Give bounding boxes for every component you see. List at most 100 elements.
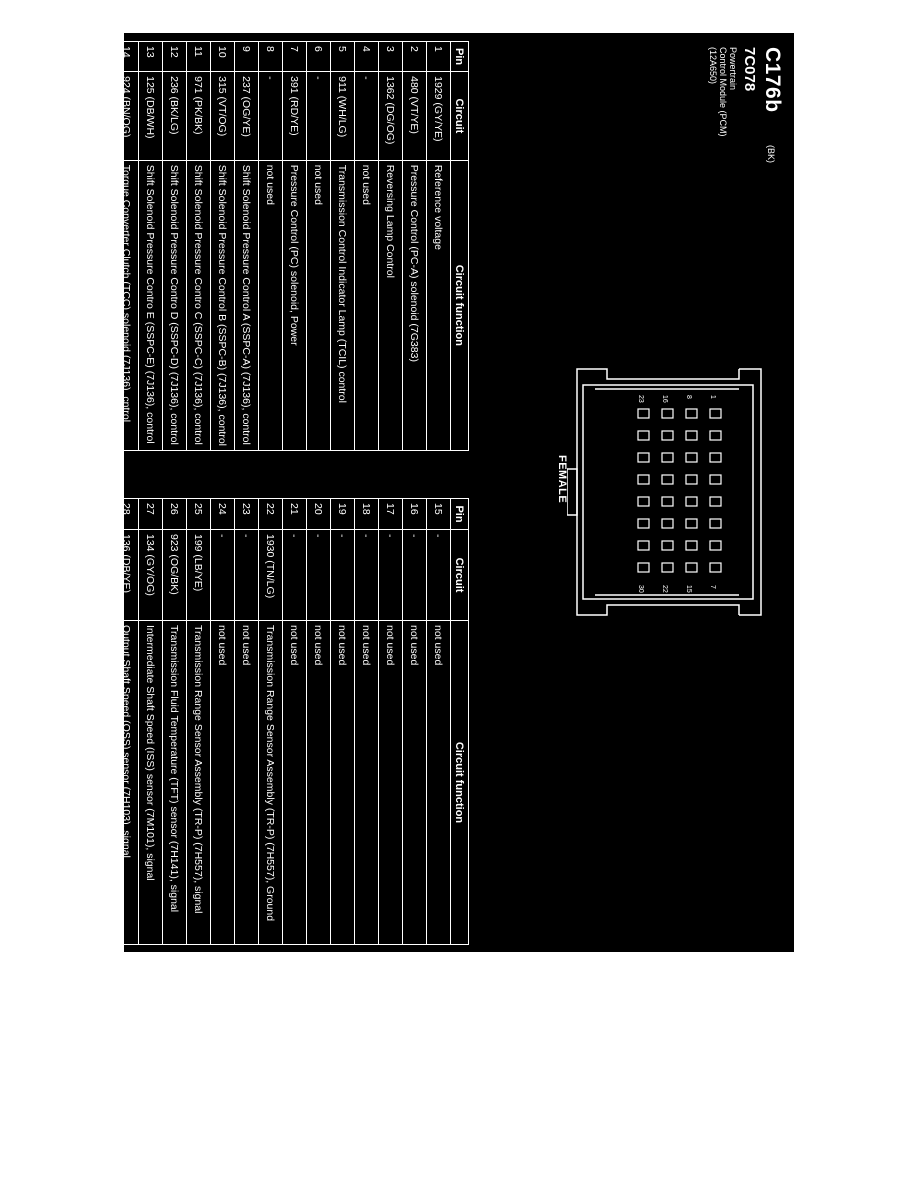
cavity-labels: 7 15 22 30 1 8 16 23 [637,395,716,593]
table-row: 23-not used [234,498,259,945]
function-cell: Shift Solenoid Pressure Contro D (SSPC-D… [162,160,187,451]
pin-cell: 21 [282,498,307,530]
cavity [685,452,698,463]
cavity [637,540,650,551]
table-row: 6-not used [306,41,331,451]
cavity [709,452,722,463]
function-cell: not used [378,620,403,945]
table-row: 16-not used [402,498,427,945]
connector-description-line: Powertrain [728,47,738,91]
function-cell: Transmission Range Sensor Assembly (TR-P… [258,620,283,945]
table-row: 18-not used [354,498,379,945]
circuit-cell: 924 (BN/OG) [124,71,139,161]
connector-sheet: C176b (BK) 7C078 Powertrain Control Modu… [124,33,794,952]
circuit-cell: 923 (OG/BK) [162,529,187,621]
circuit-cell: - [330,529,355,621]
function-cell: Pressure Control (PC) solenoid, Power [282,160,307,451]
pin-cell: 23 [234,498,259,530]
cavity-label: 30 [637,585,644,593]
circuit-cell: - [210,529,235,621]
circuit-cell: 125 (DB/WH) [138,71,163,161]
function-cell: not used [306,160,331,451]
circuit-cell: 136 (DB/YE) [124,529,139,621]
circuit-cell: - [234,529,259,621]
cavity [709,540,722,551]
connector-description-line: (12A650) [708,47,718,85]
circuit-header: Circuit [450,529,469,621]
pin-cell: 2 [402,41,427,72]
function-cell: Transmission Fluid Temperature (TFT) sen… [162,620,187,945]
cavity [709,518,722,529]
pin-cell: 11 [186,41,211,72]
cavity [637,408,650,419]
circuit-cell: 199 (LB/YE) [186,529,211,621]
circuit-cell: 1930 (TN/LG) [258,529,283,621]
circuit-cell: - [426,529,451,621]
cavity [661,518,674,529]
cavity [661,474,674,485]
circuit-cell: - [402,529,427,621]
function-cell: not used [402,620,427,945]
table-row: 17-not used [378,498,403,945]
function-cell: Torque Converter Clutch (TCC) solenoid (… [124,160,139,451]
cavity-grid [637,408,722,573]
circuit-cell: 971 (PK/BK) [186,71,211,161]
cavity [661,408,674,419]
function-cell: Reference voltage [426,160,451,451]
cavity [685,430,698,441]
connector-color: (BK) [766,145,776,163]
cavity-label: 1 [709,395,716,399]
pin-cell: 26 [162,498,187,530]
pin-cell: 13 [138,41,163,72]
function-cell: not used [258,160,283,451]
function-cell: Transmission Range Sensor Assembly (TR-P… [186,620,211,945]
cavity [637,474,650,485]
pin-cell: 1 [426,41,451,72]
circuit-cell: - [378,529,403,621]
pin-header: Pin [450,41,469,72]
table-row: 19-not used [330,498,355,945]
circuit-cell: - [354,529,379,621]
pin-cell: 7 [282,41,307,72]
cavity [661,452,674,463]
circuit-cell: 237 (OG/YE) [234,71,259,161]
cavity [661,430,674,441]
connector-code: 7C078 [741,47,758,92]
connector-description-line: Control Module (PCM) [718,47,728,137]
cavity [685,562,698,573]
cavity [661,496,674,507]
cavity [685,518,698,529]
circuit-cell: 134 (GY/OG) [138,529,163,621]
cavity [709,496,722,507]
pin-cell: 20 [306,498,331,530]
circuit-header: Circuit [450,71,469,161]
table-row: 24-not used [210,498,235,945]
circuit-cell: - [306,529,331,621]
pin-table-15-30: Pin Circuit Circuit function 15-not used… [124,498,469,945]
pin-cell: 16 [402,498,427,530]
cavity-label: 15 [685,585,692,593]
circuit-cell: 391 (RD/YE) [282,71,307,161]
cavity [661,562,674,573]
pin-cell: 18 [354,498,379,530]
circuit-cell: - [258,71,283,161]
pin-cell: 9 [234,41,259,72]
cavity [709,430,722,441]
pin-cell: 10 [210,41,235,72]
cavity [685,540,698,551]
circuit-cell: 315 (VT/OG) [210,71,235,161]
function-cell: Shift Solenoid Pressure Contro C (SSPC-C… [186,160,211,451]
function-cell: not used [306,620,331,945]
function-cell: not used [282,620,307,945]
circuit-cell: 236 (BK/LG) [162,71,187,161]
circuit-cell: - [306,71,331,161]
